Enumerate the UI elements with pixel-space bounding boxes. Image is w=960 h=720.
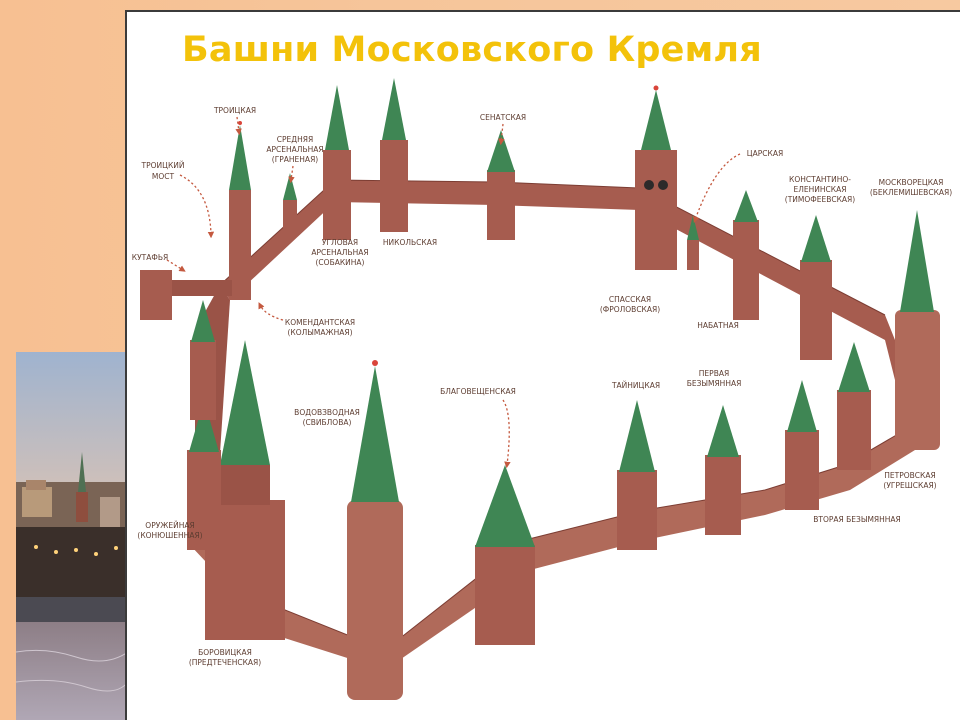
arrow-senatskaya [498, 123, 505, 146]
kutafya-tower [140, 270, 232, 320]
label-komendantskaya-1: КОМЕНДАНТСКАЯ [285, 318, 355, 327]
label-vodovzvodnaya-2: (СВИБЛОВА) [303, 418, 352, 427]
label-troitskaya: ТРОИЦКАЯ [213, 106, 256, 115]
label-nabatnaya: НАБАТНАЯ [697, 321, 739, 330]
label-troitsky-most-1: ТРОИЦКИЙ [141, 161, 185, 170]
label-senatskaya: СЕНАТСКАЯ [480, 113, 526, 122]
senatskaya-tower [487, 130, 515, 240]
label-uglovaya-1: УГЛОВАЯ [322, 238, 358, 247]
label-srednyaya-1: СРЕДНЯЯ [277, 135, 313, 144]
label-arrows [166, 116, 741, 469]
arrow-tsarskaya [693, 153, 741, 224]
label-uglovaya-2: АРСЕНАЛЬНАЯ [311, 248, 368, 257]
label-moskvoretskaya-1: МОСКВОРЕЦКАЯ [879, 178, 944, 187]
label-oruzheynaya-1: ОРУЖЕЙНАЯ [145, 521, 194, 530]
blagoveshchenskaya-tower [475, 465, 535, 645]
label-tsarskaya: ЦАРСКАЯ [747, 149, 783, 158]
nikolskaya-tower [380, 78, 408, 232]
label-konstantino-3: (ТИМОФЕЕВСКАЯ) [785, 195, 855, 204]
label-uglovaya-3: (СОБАКИНА) [316, 258, 365, 267]
label-tainitskaya: ТАЙНИЦКАЯ [611, 381, 660, 390]
label-troitsky-most-2: МОСТ [152, 172, 175, 181]
label-borovitskaya-1: БОРОВИЦКАЯ [198, 648, 252, 657]
label-vtoraya-bezymyannaya: ВТОРАЯ БЕЗЫМЯННАЯ [813, 515, 901, 524]
label-kutafya: КУТАФЬЯ [132, 253, 168, 262]
oruzheynaya-tower [187, 400, 221, 550]
label-oruzheynaya-2: (КОНЮШЕННАЯ) [137, 531, 202, 540]
kremlin-towers-diagram: ТРОИЦКАЯ СРЕДНЯЯ АРСЕНАЛЬНАЯ (ГРАНЕНАЯ) … [132, 78, 952, 700]
label-pervaya-bezymyannaya-2: БЕЗЫМЯННАЯ [687, 379, 742, 388]
label-moskvoretskaya-2: (БЕКЛЕМИШЕВСКАЯ) [870, 188, 952, 197]
label-konstantino-1: КОНСТАНТИНО- [789, 175, 851, 184]
arrow-troitsky-most [179, 174, 215, 239]
vtoraya-bezymyannaya-tower [785, 380, 819, 510]
label-srednyaya-2: АРСЕНАЛЬНАЯ [266, 145, 323, 154]
srednyaya-arsenalnaya-tower [283, 173, 297, 235]
label-vodovzvodnaya-1: ВОДОВЗВОДНАЯ [294, 408, 360, 417]
troitskaya-tower [229, 121, 251, 300]
arrow-kutafya [166, 259, 186, 272]
konstantino-eleninskaya-tower [800, 215, 832, 360]
label-nikolskaya: НИКОЛЬСКАЯ [383, 238, 437, 247]
tsarskaya-tower [687, 215, 699, 270]
label-srednyaya-3: (ГРАНЕНАЯ) [272, 155, 319, 164]
label-petrovskaya-1: ПЕТРОВСКАЯ [884, 471, 935, 480]
tower-labels: ТРОИЦКАЯ СРЕДНЯЯ АРСЕНАЛЬНАЯ (ГРАНЕНАЯ) … [132, 106, 952, 667]
kremlin-wall-south [190, 429, 915, 670]
label-spasskaya-2: (ФРОЛОВСКАЯ) [600, 305, 660, 314]
label-blagoveshchenskaya: БЛАГОВЕЩЕНСКАЯ [440, 387, 516, 396]
label-pervaya-bezymyannaya-1: ПЕРВАЯ [699, 369, 729, 378]
uglovaya-arsenalnaya-tower [323, 85, 351, 240]
nabatnaya-tower [733, 190, 759, 320]
moskvoretskaya-tower [895, 210, 940, 450]
kremlin-photo-art [16, 352, 128, 720]
arrow-blagoveshchenskaya [502, 399, 511, 469]
kremlin-towers [140, 78, 940, 700]
kremlin-photo [16, 352, 128, 720]
petrovskaya-tower [837, 342, 871, 470]
pervaya-bezymyannaya-tower [705, 405, 741, 535]
label-spasskaya-1: СПАССКАЯ [609, 295, 651, 304]
arrow-srednyaya [288, 165, 295, 184]
slide-title: Башни Московского Кремля [182, 30, 762, 70]
label-konstantino-2: ЕЛЕНИНСКАЯ [794, 185, 847, 194]
vodovzvodnaya-tower [347, 360, 403, 700]
label-petrovskaya-2: (УГРЕШСКАЯ) [883, 481, 936, 490]
label-borovitskaya-2: (ПРЕДТЕЧЕНСКАЯ) [189, 658, 261, 667]
spasskaya-tower [635, 85, 677, 270]
komendantskaya-tower [190, 300, 216, 420]
label-komendantskaya-2: (КОЛЫМАЖНАЯ) [288, 328, 353, 337]
tainitskaya-tower [617, 400, 657, 550]
